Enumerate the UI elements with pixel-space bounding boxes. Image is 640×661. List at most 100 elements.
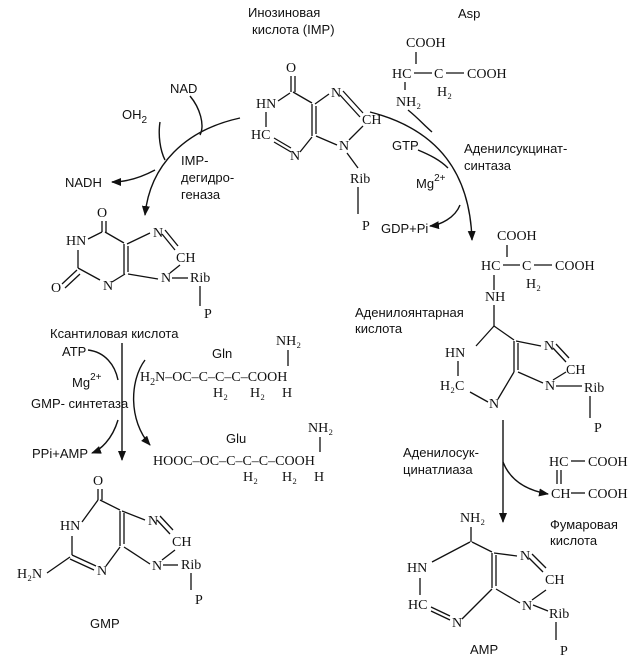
glu-h2-a: H₂ [243, 470, 258, 485]
fum-ch: CH [551, 487, 570, 502]
asp-c: C [434, 67, 443, 82]
fumaric-acid-label2: кислота [550, 533, 598, 548]
imp-dh-label2: дегидро- [181, 170, 234, 185]
glu-h: H [314, 470, 324, 485]
fumaric-acid-label1: Фумаровая [550, 517, 618, 532]
gmp-structure: O HN N CH N N Rib P H₂N GMP [17, 474, 203, 631]
imp-o: O [286, 61, 296, 76]
gln-label: Gln [212, 346, 232, 361]
ads-n9: N [545, 379, 555, 394]
gmp-ch: CH [172, 535, 191, 550]
xmp-rib: Rib [190, 271, 210, 286]
imp-title-line2: кислота (IMP) [252, 22, 335, 37]
ads-rib: Rib [584, 381, 604, 396]
imp-structure: Инозиновая кислота (IMP) O HN N CH HC N … [248, 5, 381, 234]
gmp-p: P [195, 593, 203, 608]
xmp-n7: N [153, 226, 163, 241]
gln-h2-b: H₂ [250, 386, 265, 401]
adsucc-lyase-label2: цинатлиаза [403, 462, 473, 477]
asp-in-arrow [407, 109, 433, 133]
gln-to-glu-arrow [132, 359, 151, 446]
ads-h2c: H₂C [440, 379, 464, 394]
oh2-label: OH2 [122, 107, 148, 126]
amp-p: P [560, 644, 568, 659]
imp-rib: Rib [350, 172, 370, 187]
asp-cooh1: COOH [406, 36, 446, 51]
gmp-synthetase-label: GMP- синтетаза [31, 396, 129, 411]
ppi-out-arrow [91, 419, 119, 454]
imp-title-line1: Инозиновая [248, 5, 320, 20]
adenylosuccinate-structure: COOH HC C COOH H₂ NH Аденилоянтарная кис… [355, 229, 604, 436]
gmp-n7: N [148, 514, 158, 529]
asp-nh2: NH₂ [396, 95, 421, 110]
imp-n3: N [290, 149, 300, 164]
fum-cooh2: COOH [588, 487, 628, 502]
adsucc-synthase-label2: синтаза [464, 158, 512, 173]
amp-ch: CH [545, 573, 564, 588]
imp-p: P [362, 219, 370, 234]
gtp-label: GTP [392, 138, 419, 153]
atp-label: ATP [62, 344, 86, 359]
ads-hn: HN [445, 346, 465, 361]
ads-hc: HC [481, 259, 500, 274]
xanthylic-acid-structure: O HN N CH N N Rib P O Ксантиловая кислот… [50, 206, 212, 341]
xmp-o-bottom: O [51, 281, 61, 296]
xmp-o-top: O [97, 206, 107, 221]
ads-n7: N [544, 339, 554, 354]
asp-h2: H₂ [437, 85, 452, 100]
gln-h2-a: H₂ [213, 386, 228, 401]
gdp-pi-label: GDP+Pi [381, 221, 428, 236]
imp-hn: HN [256, 97, 276, 112]
gln-chain: H2N–OC–C–C–C–COOH [140, 370, 287, 388]
amp-structure: NH₂ HN N CH HC N N Rib P AMP [407, 511, 569, 659]
mg-left-label: Mg2+ [72, 372, 102, 390]
oh2-in-arrow [158, 121, 166, 161]
adsucc-synthase-label1: Аденилсукцинат- [464, 141, 567, 156]
amp-n7: N [520, 549, 530, 564]
ads-cooh1: COOH [497, 229, 537, 244]
imp-dh-label3: геназа [181, 187, 221, 202]
imp-dehydrogenase-step: NAD OH2 NADH IMP- дегидро- геназа [65, 81, 241, 216]
amp-nh2: NH₂ [460, 511, 485, 526]
gtp-in-arrow [417, 149, 449, 169]
gmp-hn: HN [60, 519, 80, 534]
gmp-label: GMP [90, 616, 120, 631]
xmp-hn: HN [66, 234, 86, 249]
glutamine-structure: Gln NH₂ H2N–OC–C–C–C–COOH H₂ H₂ H [140, 334, 301, 401]
imp-ch: CH [362, 113, 381, 128]
asp-label: Asp [458, 6, 480, 21]
ads-p: P [594, 421, 602, 436]
nadh-label: NADH [65, 175, 102, 190]
gmp-rib: Rib [181, 558, 201, 573]
amp-label: AMP [470, 642, 498, 657]
mg-right-label: Mg2+ [416, 173, 446, 191]
ads-nh: NH [485, 290, 505, 305]
ads-c: C [522, 259, 531, 274]
gmp-o: O [93, 474, 103, 489]
fumaric-acid-structure: HC COOH CH COOH Фумаровая кислота [549, 455, 628, 548]
gmp-n9: N [152, 559, 162, 574]
xanthylic-acid-label: Ксантиловая кислота [50, 326, 179, 341]
amp-n9: N [522, 599, 532, 614]
imp-dh-label1: IMP- [181, 153, 208, 168]
nadh-out-arrow [111, 169, 156, 186]
aspartate-structure: Asp COOH HC C COOH H₂ NH₂ [392, 6, 507, 110]
xmp-n9: N [161, 271, 171, 286]
amp-rib: Rib [549, 607, 569, 622]
gmp-h2n: H₂N [17, 567, 42, 582]
nad-label: NAD [170, 81, 197, 96]
imp-hc: HC [251, 128, 270, 143]
adenylosuccinate-lyase-step: Аденилосук- цинатлиаза [403, 420, 549, 523]
xmp-p: P [204, 307, 212, 322]
amp-n3: N [452, 616, 462, 631]
xmp-n3: N [103, 279, 113, 294]
imp-n7: N [331, 86, 341, 101]
adsucc-acid-label1: Аденилоянтарная [355, 305, 464, 320]
glutamate-structure: Glu NH₂ HOOC–OC–C–C–C–COOH H₂ H₂ H [153, 421, 333, 485]
nad-in-arrow [189, 95, 203, 136]
ads-n3: N [489, 397, 499, 412]
asp-hc: HC [392, 67, 411, 82]
xmp-ch: CH [176, 251, 195, 266]
glu-label: Glu [226, 431, 246, 446]
